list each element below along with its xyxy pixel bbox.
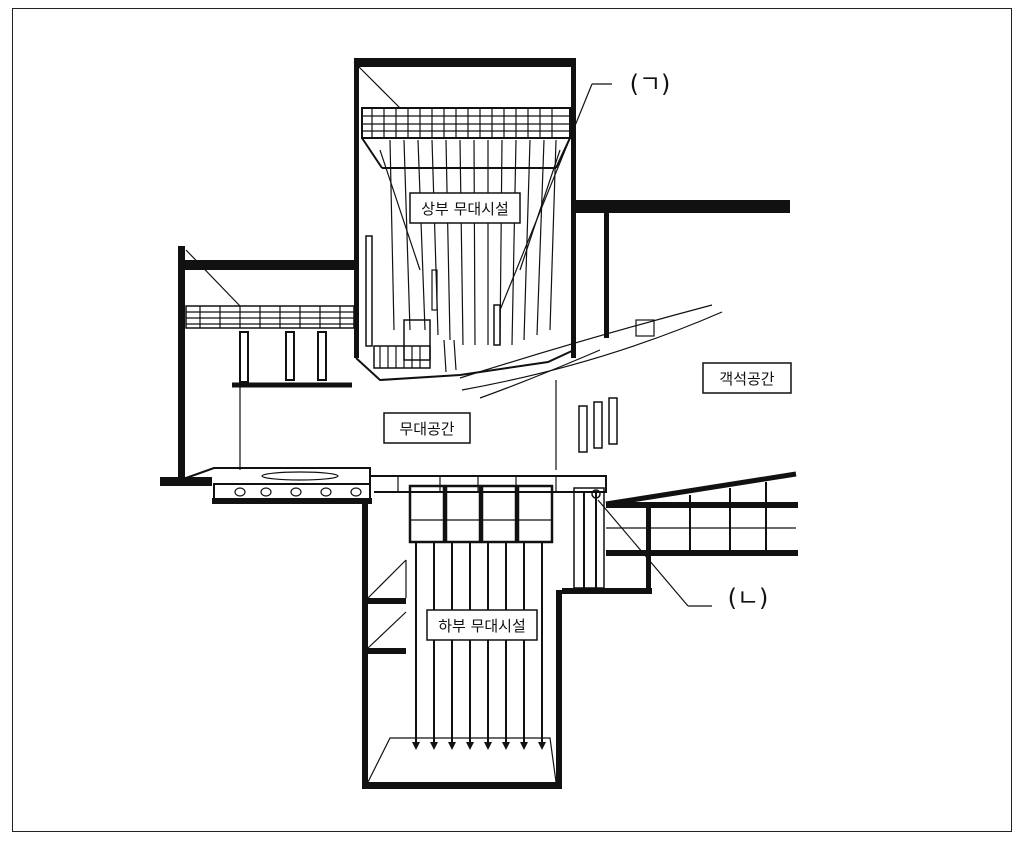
audience-space-label-text: 객석공간: [719, 370, 774, 388]
lower-stage-label: 하부 무대시설: [426, 609, 538, 641]
stage-space-label-text: 무대공간: [399, 420, 454, 438]
marker-a-text: (ㄱ): [630, 70, 671, 98]
audience-space-label: 객석공간: [702, 362, 792, 394]
side-stage: [178, 246, 355, 478]
fly-tower: [353, 58, 576, 382]
lower-stage-pit: [362, 484, 652, 789]
lower-stage-label-text: 하부 무대시설: [438, 617, 526, 635]
marker-b: (ㄴ): [597, 499, 769, 612]
upper-stage-label: 상부 무대시설: [409, 192, 521, 224]
upper-stage-label-text: 상부 무대시설: [421, 200, 509, 218]
marker-a: (ㄱ): [499, 70, 671, 311]
stage-floor: [160, 467, 607, 504]
auditorium-seating: [605, 471, 798, 594]
auditorium-roof: [459, 200, 790, 470]
stage-space-label: 무대공간: [383, 412, 471, 444]
diagram-frame: [12, 8, 1012, 832]
marker-b-text: (ㄴ): [728, 584, 769, 612]
